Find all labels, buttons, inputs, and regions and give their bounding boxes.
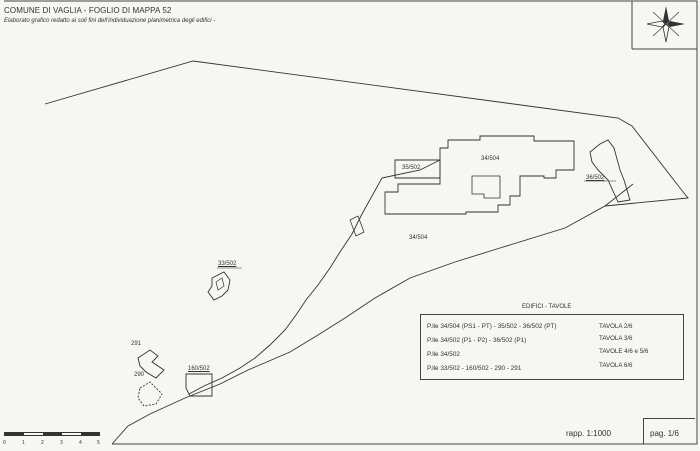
- parcel-label-34-504-land: 34/504: [409, 235, 428, 241]
- courtyard: [471, 175, 501, 199]
- building-33-502: [207, 271, 231, 301]
- parcel-label-290: 290: [134, 372, 145, 378]
- parcel-label-35-502: 35/502: [402, 165, 421, 171]
- legend-row-2-ref: TAVOLA 3/6: [599, 335, 633, 342]
- legend-row-1-ref: TAVOLA 2/6: [599, 323, 633, 330]
- legend-title: EDIFICI - TAVOLE: [520, 304, 574, 310]
- building-36-502: [589, 139, 631, 203]
- scale-tick: 3: [60, 440, 63, 446]
- building-160-502: [185, 373, 213, 397]
- parcel-label-160-502: 160/502: [188, 366, 210, 372]
- sheet-frame: [4, 0, 698, 445]
- parcel-label-36-502: 36/502: [586, 175, 605, 181]
- scale-bar: [4, 432, 100, 436]
- scale-tick: 2: [41, 440, 44, 446]
- annex: [349, 215, 365, 237]
- legend-row-4-parcels: P.lle 33/502 - 160/502 - 290 - 291: [427, 365, 522, 372]
- parcel-label-33-502: 33/502: [218, 261, 237, 267]
- parcel-label-291: 291: [131, 341, 142, 347]
- building-290: [137, 381, 163, 407]
- legend-row-4-ref: TAVOLA 6/6: [599, 362, 633, 369]
- scale-bar-ticks: 0 1 2 3 4 5: [3, 440, 103, 448]
- building-34-504: [384, 135, 575, 215]
- building-291: [137, 349, 165, 379]
- north-arrow-icon: [646, 6, 685, 43]
- scale-tick: 4: [79, 440, 82, 446]
- sheet-subtitle: Elaborato grafico redatto ai soli fini d…: [4, 18, 216, 24]
- page-number: pag. 1/6: [650, 429, 679, 438]
- building-35-502: [394, 159, 441, 179]
- legend-row-1-parcels: P.lle 34/504 (PS1 - PT) - 35/502 - 36/50…: [427, 323, 557, 330]
- land-boundary: [44, 60, 689, 445]
- scale-tick: 5: [97, 440, 100, 446]
- parcel-label-34-504-building: 34/504: [481, 156, 500, 162]
- building-33-502-inner: [215, 277, 225, 291]
- legend-row-3-ref: TAVOLE 4/6 e 5/6: [599, 348, 649, 355]
- legend-row-3-parcels: P.lle 34/502: [427, 351, 460, 358]
- scale-tick: 0: [3, 440, 6, 446]
- scale-ratio: rapp. 1:1000: [566, 429, 611, 438]
- scale-tick: 1: [22, 440, 25, 446]
- legend-box: P.lle 34/504 (PS1 - PT) - 35/502 - 36/50…: [420, 314, 684, 380]
- legend-row-2-parcels: P.lle 34/502 (P1 - P2) - 36/502 (P1): [427, 337, 527, 344]
- sheet-title: COMUNE DI VAGLIA - FOGLIO DI MAPPA 52: [4, 6, 172, 15]
- page-box: [643, 418, 695, 444]
